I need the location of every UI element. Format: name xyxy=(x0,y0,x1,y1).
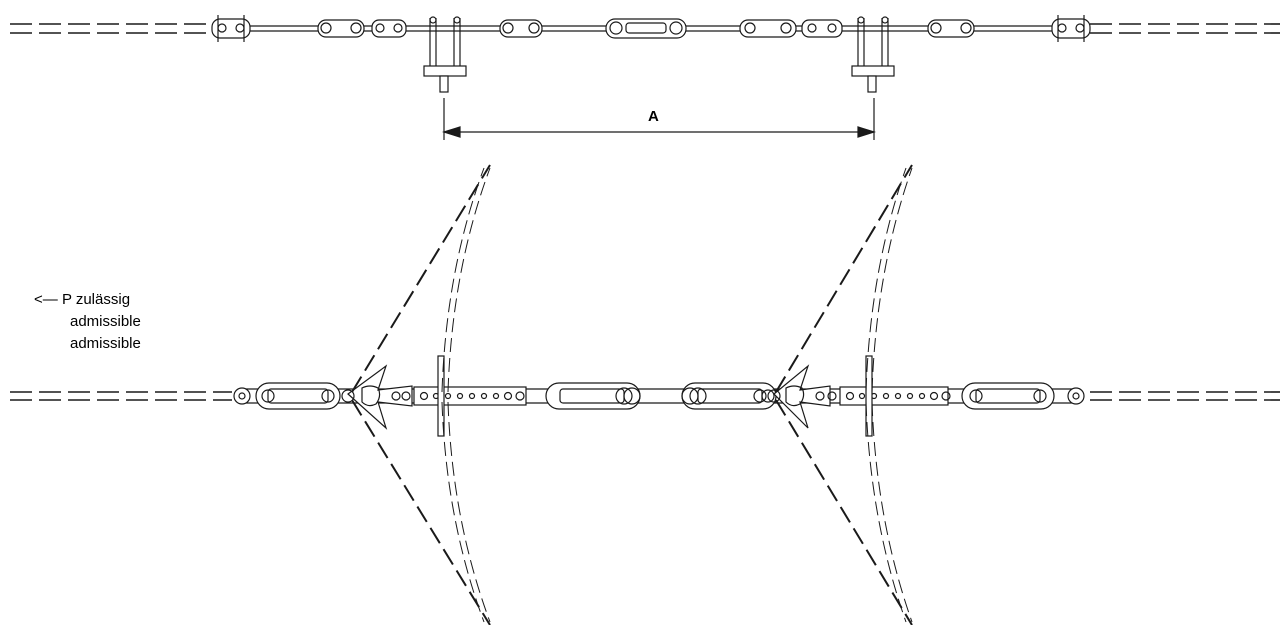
top-link-6 xyxy=(801,19,843,38)
front-end-right xyxy=(1067,387,1085,405)
front-perforated-bar-right xyxy=(839,386,951,406)
deflection-lines-right xyxy=(775,164,913,625)
top-link-1 xyxy=(317,19,365,38)
top-link-2 xyxy=(371,19,407,38)
load-arrow: <— xyxy=(34,291,58,308)
top-end-fitting-left xyxy=(211,15,251,42)
top-link-3 xyxy=(499,19,543,38)
deflection-curves-right xyxy=(865,167,913,623)
load-label-fr: admissible xyxy=(70,313,141,330)
load-label-de: zulässig xyxy=(75,291,131,308)
front-yoke-plate-right xyxy=(767,364,837,429)
front-clamp-plate-right xyxy=(865,355,873,437)
top-link-4 xyxy=(605,18,687,39)
front-end-left xyxy=(233,387,251,405)
permissible-load-note: <— P zulässig admissible admissible xyxy=(34,289,141,355)
load-note-line-1: <— P zulässig xyxy=(34,289,141,311)
dimension-a-label: A xyxy=(648,108,659,125)
front-conductor-left-dashed xyxy=(10,391,232,401)
dimension-a xyxy=(441,98,877,140)
deflection-curves-left xyxy=(441,167,491,623)
front-link-right xyxy=(961,382,1055,410)
front-conductor-right-dashed xyxy=(1090,391,1280,401)
top-end-fitting-right xyxy=(1051,15,1091,42)
top-view xyxy=(10,15,1280,93)
top-link-5 xyxy=(739,19,797,38)
front-clamp-plate-left xyxy=(437,355,445,437)
load-symbol: P xyxy=(61,291,72,308)
front-view xyxy=(10,164,1280,625)
top-clamp-left xyxy=(423,16,467,93)
top-link-7 xyxy=(927,19,975,38)
load-label-en: admissible xyxy=(70,335,141,352)
top-conductor-left-dashed xyxy=(10,23,210,34)
front-yoke-plate-left xyxy=(341,364,413,430)
deflection-lines-left xyxy=(351,164,491,625)
front-link-left xyxy=(255,382,341,410)
front-perforated-bar-left xyxy=(413,386,527,406)
top-clamp-right xyxy=(851,16,895,93)
front-link-mid-right xyxy=(681,382,777,410)
top-conductor-right-dashed xyxy=(1090,23,1280,34)
front-link-mid-left xyxy=(545,382,641,410)
